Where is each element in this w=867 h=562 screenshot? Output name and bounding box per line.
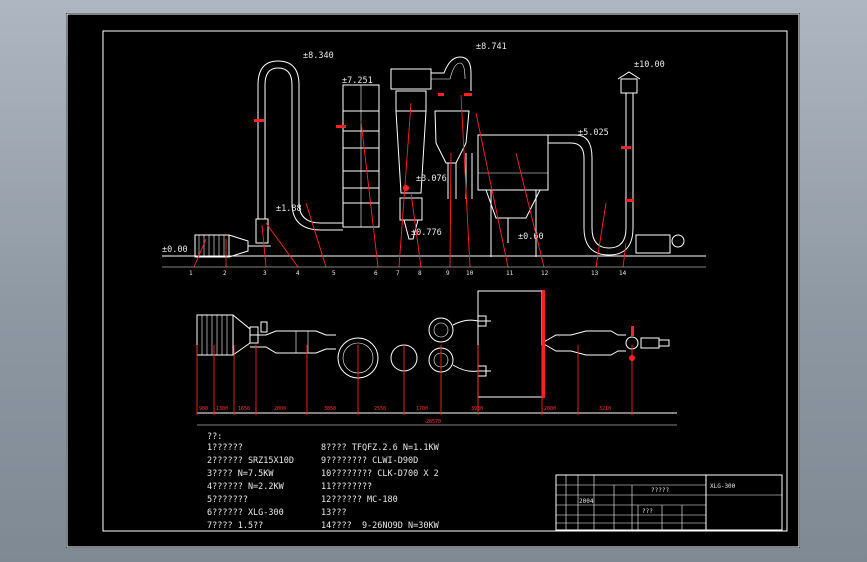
elev-label-1: ±0.00 (162, 245, 188, 255)
cyclone-1-inlet (390, 68, 432, 90)
note-line: 7???? 1.5?? (207, 521, 264, 531)
notes-left: 1?????? 2?????? SRZ15X10D 3???? N=7.5KW … (207, 443, 294, 531)
plan-dim: 3850 (324, 406, 336, 412)
elev-label-6: ±5.025 (578, 128, 609, 138)
elev-label-8: ±1.88 (276, 204, 302, 214)
elev-label-3: ±7.251 (342, 76, 373, 86)
cyclone-1 (395, 110, 427, 194)
note-line: 11???????? (321, 482, 373, 492)
drawing-sheet: .w{stroke:#ffffff;fill:none;stroke-width… (66, 13, 800, 548)
plan-dim: 3930 (471, 406, 483, 412)
plan-bag-filter (477, 290, 543, 398)
plan-dim: 1650 (238, 406, 250, 412)
plan-dim: 2000 (544, 406, 556, 412)
elev-label-5: ±10.00 (634, 60, 665, 70)
note-line: 3???? N=7.5KW (207, 469, 274, 479)
elev-label-4: ±8.741 (476, 42, 507, 52)
elev-label-9: ±0.776 (411, 228, 442, 238)
note-line: 14???? 9-26NO9D N=30KW (321, 521, 439, 531)
plan-dim: 1700 (416, 406, 428, 412)
elev-label-2: ±8.340 (303, 51, 334, 61)
part-number: 12 (541, 270, 549, 277)
note-line: 6?????? XLG-300 (207, 508, 284, 518)
drying-pipe-1 (257, 60, 343, 224)
note-line: 5??????? (207, 495, 248, 505)
outer-frame (66, 13, 800, 548)
part-number: 9 (446, 270, 450, 277)
part-number: 8 (418, 270, 422, 277)
part-number: 2 (223, 270, 227, 277)
process-flow-diagram: .w{stroke:#ffffff;fill:none;stroke-width… (66, 13, 800, 548)
note-line: 8???? TFQFZ.2.6 N=1.1KW (321, 443, 439, 453)
chimney (620, 78, 638, 94)
elevation-view (162, 56, 706, 258)
title-small-b: ??? (642, 508, 653, 515)
plan-dim: 900 (199, 406, 208, 412)
part-number: 13 (591, 270, 599, 277)
plan-dim: 2000 (274, 406, 286, 412)
note-line: 9???????? CLWI-D90D (321, 456, 419, 466)
exhaust-fan (635, 234, 671, 254)
note-line: 10???????? CLK-D700 X 2 (321, 469, 439, 479)
inner-frame (102, 30, 788, 532)
part-number: 11 (506, 270, 514, 277)
drawing-name: ????? (651, 487, 669, 494)
notes-title: ??: (207, 432, 223, 442)
overall-dim: 28570 (426, 419, 441, 425)
exhaust-pipe (548, 93, 627, 249)
title-small-a: 2004 (579, 498, 594, 505)
plan-furnace (196, 314, 234, 356)
hot-air-furnace (194, 234, 230, 258)
plan-dim: 1300 (216, 406, 228, 412)
plan-fan (640, 337, 660, 349)
note-line: 13??? (321, 508, 347, 518)
notes-right: 8???? TFQFZ.2.6 N=1.1KW 9???????? CLWI-D… (321, 443, 439, 531)
plan-exhaust (541, 330, 626, 344)
part-number: 14 (619, 270, 627, 277)
elevation-labels: ±0.00 ±8.340 ±7.251 ±8.741 ±10.00 ±5.025… (162, 42, 665, 255)
leader-lines (162, 94, 706, 268)
note-line: 2?????? SRZ15X10D (207, 456, 294, 466)
bag-filter (477, 134, 549, 191)
plan-cyclone-2a (428, 317, 454, 343)
part-number: 5 (332, 270, 336, 277)
elev-label-10: ±0.60 (518, 232, 544, 242)
part-number: 4 (296, 270, 300, 277)
note-line: 4?????? N=2.2KW (207, 482, 284, 492)
part-number: 7 (396, 270, 400, 277)
drawing-model: XLG-300 (710, 483, 736, 490)
part-number: 1 (189, 270, 193, 277)
part-number: 3 (263, 270, 267, 277)
part-number: 6 (374, 270, 378, 277)
note-line: 12?????? MC-180 (321, 495, 398, 505)
part-numbers: 1 2 3 4 5 6 7 8 9 10 11 12 13 14 (189, 270, 627, 277)
title-block: ????? XLG-300 2004 ??? (555, 474, 783, 531)
elev-label-7: ±3.076 (416, 174, 447, 184)
connecting-pipe (431, 56, 472, 91)
plan-view: 900 1300 1650 2000 3850 2550 1700 3930 2… (196, 290, 677, 426)
note-line: 1?????? (207, 443, 243, 453)
plan-dim: 2550 (374, 406, 386, 412)
plan-dim: 3210 (599, 406, 611, 412)
feeder (255, 218, 269, 244)
part-number: 10 (466, 270, 474, 277)
